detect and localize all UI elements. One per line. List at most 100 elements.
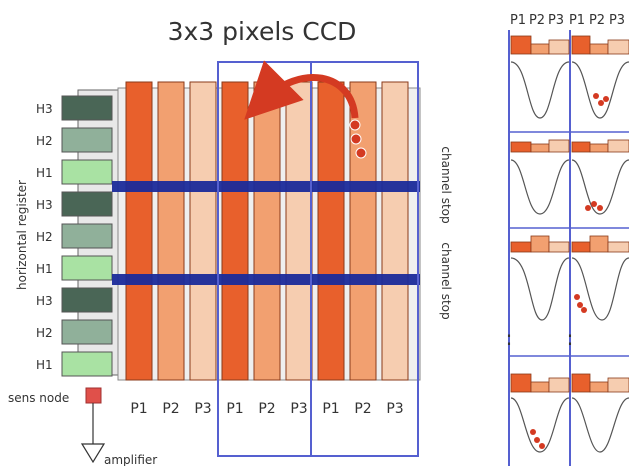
gate-p1	[510, 241, 532, 253]
electrode-p2	[349, 81, 377, 381]
electrode-p1	[221, 81, 249, 381]
gate-p3	[607, 139, 629, 153]
h-cell	[61, 351, 113, 377]
ellipsis-marker: :	[506, 326, 513, 350]
charge-dot	[355, 147, 367, 159]
potential-well	[510, 61, 570, 119]
top-phase-label: P1	[569, 13, 585, 28]
phase-label: P3	[290, 401, 307, 417]
potential-well	[510, 159, 570, 215]
h-label: H1	[36, 166, 53, 180]
electrode-p2	[253, 81, 281, 381]
h-cell	[61, 191, 113, 217]
h-label: H1	[36, 262, 53, 276]
channel-stop-bar	[112, 181, 420, 192]
h-label: H2	[36, 230, 53, 244]
gate-p2	[589, 235, 609, 253]
h-label: H3	[36, 294, 53, 308]
electrode-p1	[317, 81, 345, 381]
channel-stop-label: channel stop	[439, 146, 453, 223]
charge-dot	[530, 429, 536, 435]
horizontal-register: H3 H2 H1 H3 H2 H1 H3 H2 H1	[36, 95, 113, 377]
top-phase-label: P3	[548, 13, 564, 28]
gate-p1	[510, 141, 532, 153]
h-label: H3	[36, 102, 53, 116]
h-label: H2	[36, 134, 53, 148]
gate-p3	[548, 241, 570, 253]
gate-p1	[571, 241, 591, 253]
phase-label: P3	[386, 401, 403, 417]
potential-well	[571, 159, 629, 215]
h-cell	[61, 255, 113, 281]
charge-dot	[597, 205, 603, 211]
electrode-p3	[381, 81, 409, 381]
charge-dot	[603, 96, 609, 102]
ellipsis-marker: :	[567, 326, 574, 350]
phase-label: P2	[258, 401, 275, 417]
top-phase-label: P3	[609, 13, 625, 28]
gate-p3	[607, 377, 629, 393]
horizontal-register-label: horizontal register	[15, 180, 29, 290]
phase-label: P2	[354, 401, 371, 417]
phase-label: P1	[226, 401, 243, 417]
charge-dot	[349, 119, 361, 131]
charge-dot	[350, 133, 362, 145]
phase-label: P2	[162, 401, 179, 417]
h-label: H3	[36, 198, 53, 212]
charge-dot	[585, 205, 591, 211]
electrode-p1	[125, 81, 153, 381]
phase-label: P1	[130, 401, 147, 417]
phase-label: P1	[322, 401, 339, 417]
h-cell	[61, 319, 113, 345]
channel-stop-bar	[112, 274, 420, 285]
gate-p3	[548, 139, 570, 153]
gate-p2	[530, 43, 550, 55]
gate-p3	[548, 377, 570, 393]
potential-well-panel: P1 P2 P3 P1 P2 P3	[506, 13, 629, 466]
charge-dot	[581, 307, 587, 313]
charge-dot	[598, 100, 604, 106]
potential-well	[510, 397, 570, 453]
gate-p1	[571, 141, 591, 153]
h-label: H2	[36, 326, 53, 340]
potential-well	[571, 257, 629, 321]
vertical-electrodes	[125, 81, 409, 381]
electrode-p3	[189, 81, 217, 381]
gate-p2	[589, 381, 609, 393]
charge-dot	[593, 93, 599, 99]
h-cell	[61, 223, 113, 249]
gate-p2	[530, 235, 550, 253]
phase-label: P3	[194, 401, 211, 417]
gate-p2	[589, 143, 609, 153]
sens-node-label: sens node	[8, 391, 69, 405]
diagram-title: 3x3 pixels CCD	[168, 17, 357, 46]
top-phase-label: P2	[589, 13, 605, 28]
charge-dot	[534, 437, 540, 443]
channel-stop-label: channel stop	[439, 242, 453, 319]
h-cell	[61, 159, 113, 185]
top-phase-label: P2	[529, 13, 545, 28]
gate-p1	[571, 373, 591, 393]
charge-dot	[577, 302, 583, 308]
h-cell	[61, 127, 113, 153]
gate-p1	[510, 373, 532, 393]
h-label: H1	[36, 358, 53, 372]
charge-dot	[574, 294, 580, 300]
charge-dot	[591, 201, 597, 207]
gate-p1	[510, 35, 532, 55]
potential-well	[571, 397, 629, 453]
amplifier-icon	[80, 443, 106, 464]
gate-p3	[607, 39, 629, 55]
sens-node	[85, 387, 102, 404]
charge-dot	[539, 443, 545, 449]
potential-well	[510, 257, 570, 321]
gate-p1	[571, 35, 591, 55]
h-cell	[61, 287, 113, 313]
transfer-arrow	[244, 60, 359, 120]
amplifier-label: amplifier	[104, 453, 157, 466]
gate-p2	[530, 381, 550, 393]
gate-p2	[589, 43, 609, 55]
pixel-frame	[217, 61, 419, 457]
gate-p3	[607, 241, 629, 253]
electrode-p2	[157, 81, 185, 381]
